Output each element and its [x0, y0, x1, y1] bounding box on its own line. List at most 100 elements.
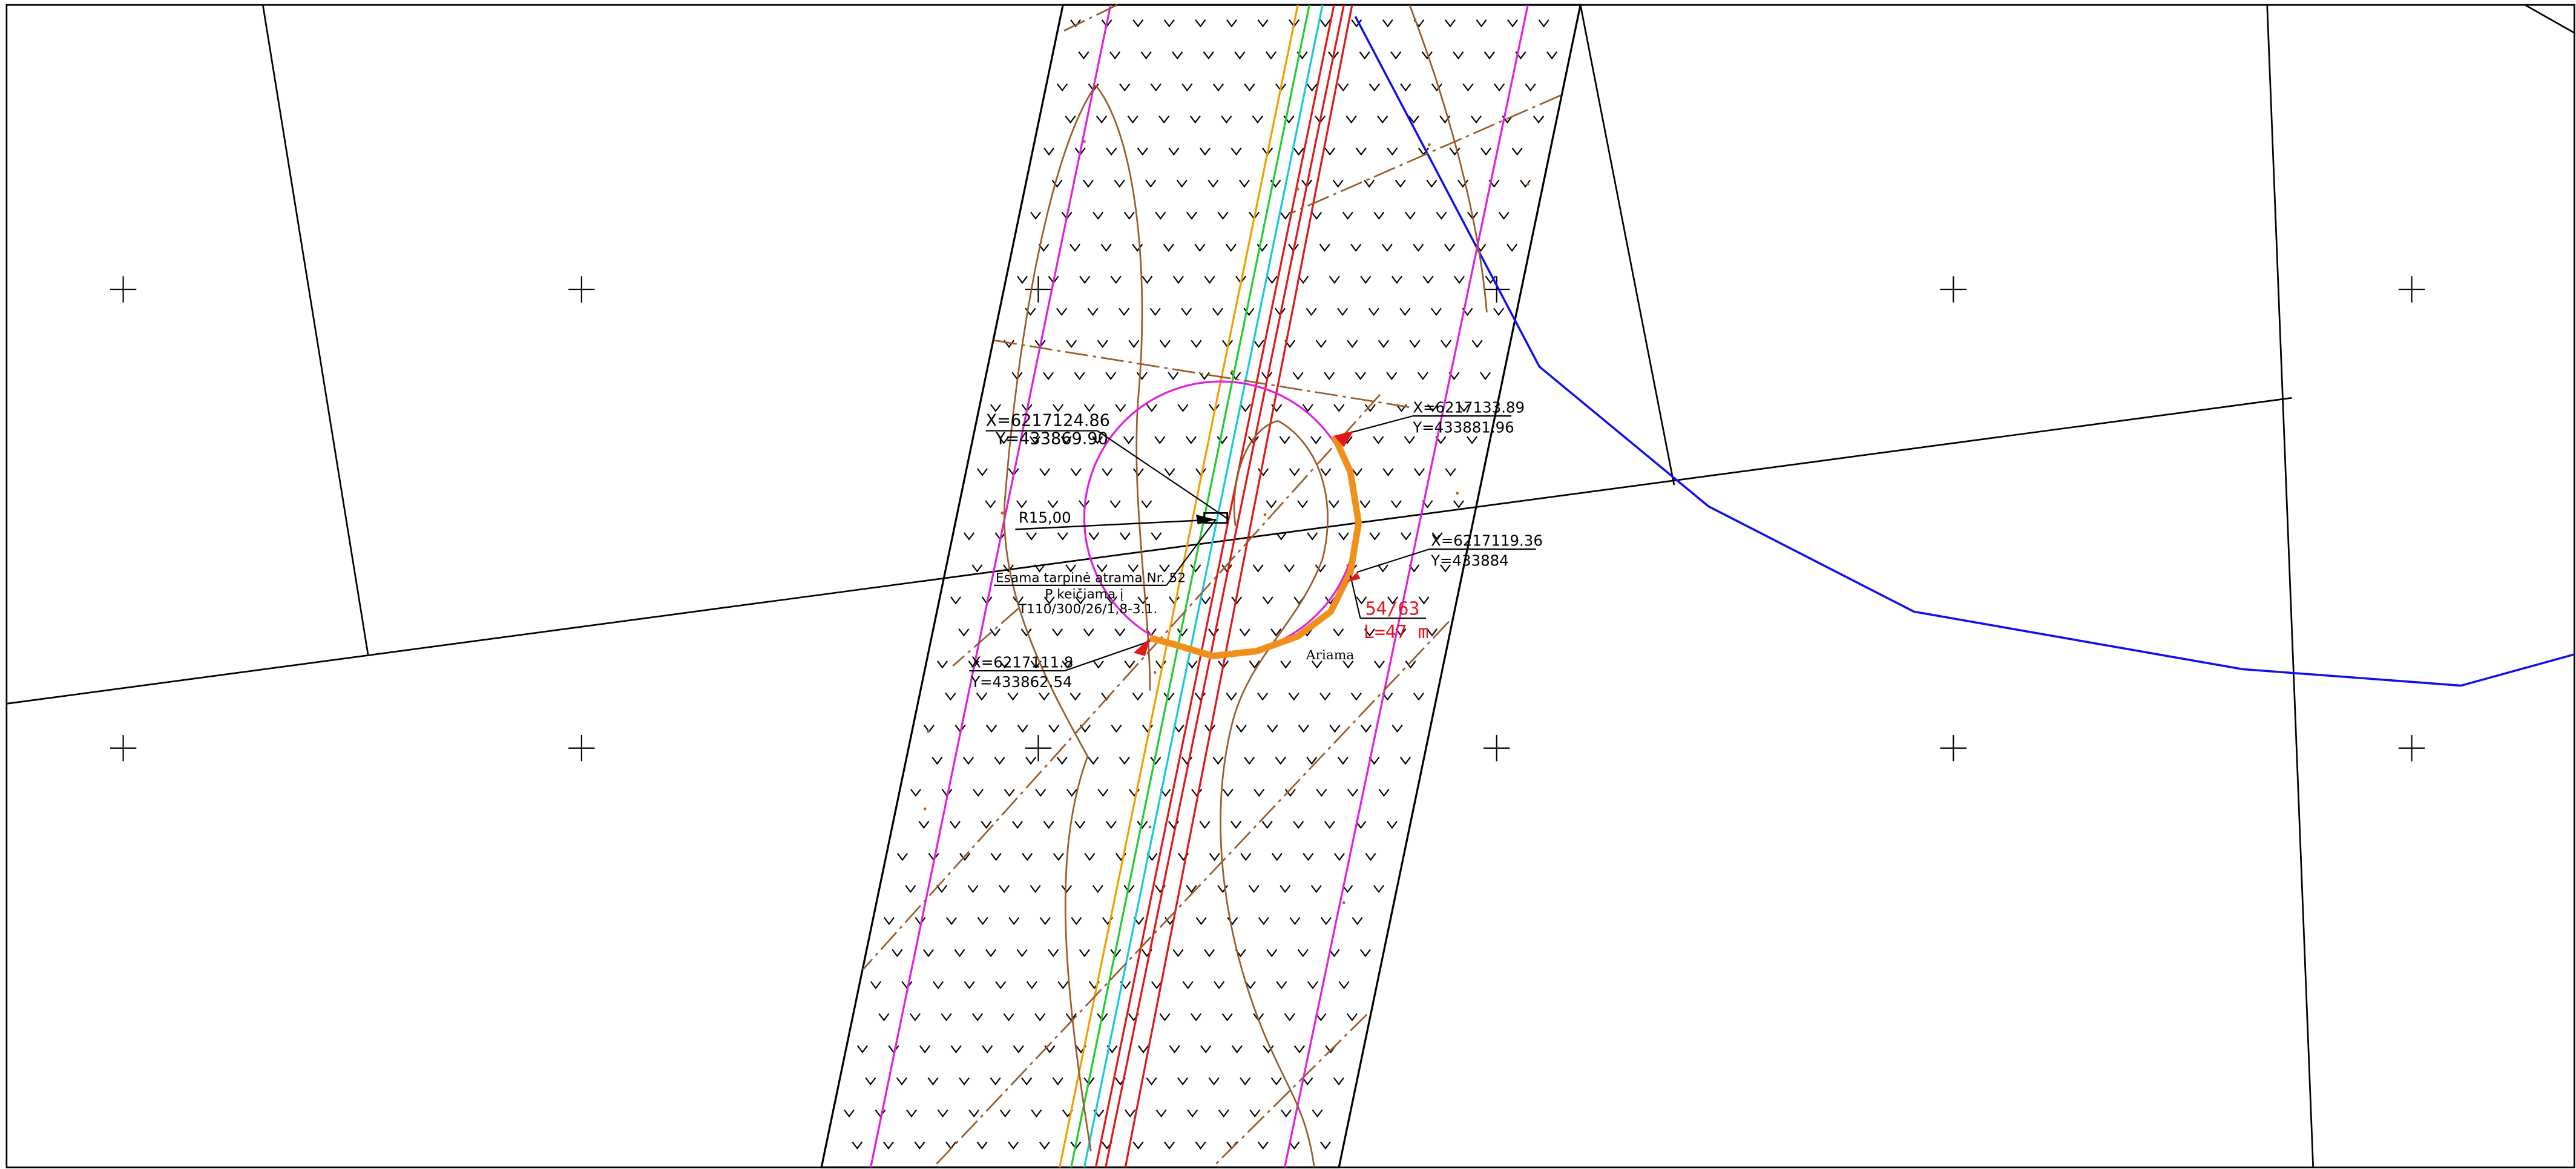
- meadow-symbol-icon: [1158, 564, 1170, 573]
- meadow-symbol-icon: [1252, 564, 1264, 573]
- elevation-point-icon: [1456, 492, 1459, 495]
- meadow-symbol-icon: [1377, 564, 1388, 573]
- meadow-symbol-icon: [892, 949, 903, 958]
- meadow-symbol-icon: [1373, 660, 1385, 669]
- meadow-symbol-icon: [1546, 51, 1558, 60]
- meadow-symbol-icon: [883, 917, 895, 926]
- meadow-symbol-icon: [1172, 275, 1184, 284]
- meadow-symbol-icon: [1190, 564, 1201, 573]
- meadow-symbol-icon: [1125, 1109, 1136, 1118]
- meadow-symbol-icon: [1145, 179, 1157, 188]
- meadow-symbol-icon: [1056, 757, 1068, 765]
- meadow-symbol-icon: [1172, 949, 1184, 958]
- meadow-symbol-icon: [1226, 693, 1237, 701]
- meadow-symbol-icon: [1218, 1109, 1229, 1118]
- meadow-symbol-icon: [1092, 436, 1103, 444]
- meadow-symbol-icon: [1137, 596, 1149, 605]
- meadow-symbol-icon: [1017, 275, 1028, 284]
- meadow-symbol-icon: [1007, 693, 1019, 701]
- meadow-symbol-icon: [1329, 275, 1340, 284]
- meadow-symbol-icon: [1114, 179, 1125, 188]
- meadow-symbol-icon: [1373, 211, 1385, 220]
- meadow-symbol-icon: [1065, 115, 1076, 124]
- meadow-symbol-icon: [1470, 115, 1482, 124]
- meadow-symbol-icon: [1257, 1141, 1269, 1150]
- meadow-symbol-icon: [1307, 981, 1318, 990]
- meadow-symbol-icon: [1292, 372, 1304, 380]
- meadow-symbol-icon: [1070, 468, 1082, 476]
- meadow-symbol-icon: [1212, 308, 1223, 316]
- meadow-symbol-icon: [1346, 1013, 1358, 1022]
- meadow-symbol-icon: [1386, 372, 1398, 380]
- meadow-symbol-icon: [1439, 564, 1451, 573]
- meadow-symbol-icon: [1177, 628, 1188, 637]
- meadow-symbol-icon: [1351, 468, 1362, 476]
- meadow-symbol-icon: [1480, 147, 1492, 156]
- meadow-symbol-icon: [1105, 820, 1117, 829]
- meadow-symbol-icon: [1310, 884, 1322, 894]
- meadow-symbol-icon: [1078, 51, 1089, 60]
- meadow-symbol-icon: [1114, 628, 1126, 637]
- brown-dashed-line: [952, 607, 1019, 667]
- meadow-symbol-icon: [1289, 917, 1301, 926]
- meadow-symbol-icon: [990, 1077, 1001, 1085]
- meadow-symbol-icon: [1186, 211, 1197, 220]
- meadow-symbol-icon: [1030, 436, 1041, 444]
- meadow-symbol-icon: [1079, 275, 1091, 284]
- meadow-symbol-icon: [1284, 788, 1296, 797]
- chamber-symbol: [1203, 512, 1228, 524]
- meadow-symbol-icon: [1194, 243, 1206, 252]
- meadow-symbol-icon: [1240, 1077, 1251, 1085]
- meadow-symbol-icon: [1315, 1013, 1327, 1022]
- meadow-symbol-icon: [1111, 725, 1122, 733]
- meadow-symbol-icon: [1387, 596, 1399, 605]
- meadow-symbol-icon: [971, 564, 983, 573]
- meadow-symbol-icon: [1360, 725, 1372, 733]
- meadow-symbol-icon: [1280, 211, 1291, 220]
- meadow-symbol-icon: [1265, 51, 1276, 60]
- meadow-symbol-icon: [1047, 500, 1059, 509]
- grid-crosshair-icon: [1025, 735, 1052, 762]
- meadow-symbol-icon: [1151, 981, 1163, 990]
- meadow-symbol-icon: [1284, 1013, 1295, 1022]
- meadow-symbol-icon: [949, 820, 961, 829]
- meadow-symbol-icon: [1454, 275, 1465, 284]
- meadow-symbol-icon: [1060, 436, 1072, 444]
- meadow-symbol-icon: [1506, 243, 1518, 252]
- meadow-symbol-icon: [1458, 404, 1470, 412]
- meadow-symbol-icon: [1136, 372, 1148, 380]
- meadow-symbol-icon: [1214, 981, 1225, 990]
- meadow-symbol-icon: [1248, 884, 1260, 894]
- brown-dashed-line: [1059, 4, 1118, 34]
- meadow-symbol-icon: [1119, 83, 1131, 92]
- meadow-symbol-icon: [1231, 596, 1243, 605]
- meadow-symbol-icon: [976, 468, 988, 476]
- meadow-symbol-icon: [1203, 51, 1214, 60]
- meadow-symbol-icon: [1142, 725, 1153, 733]
- meadow-symbol-icon: [1355, 147, 1367, 156]
- meadow-symbol-icon: [1074, 820, 1086, 829]
- meadow-symbol-icon: [1026, 981, 1037, 990]
- meadow-symbol-icon: [1088, 532, 1100, 541]
- meadow-symbol-icon: [1315, 340, 1327, 348]
- meadow-symbol-icon: [1441, 340, 1452, 348]
- meadow-symbol-icon: [1052, 628, 1063, 637]
- meadow-symbol-icon: [1329, 725, 1341, 733]
- meadow-symbol-icon: [959, 852, 971, 861]
- meadow-symbol-icon: [1109, 51, 1121, 60]
- meadow-symbol-icon: [1289, 1141, 1300, 1150]
- meadow-symbol-icon: [1399, 308, 1411, 316]
- meadow-symbol-icon: [1270, 1077, 1282, 1085]
- meadow-symbol-icon: [1097, 340, 1108, 348]
- meadow-symbol-icon: [976, 1141, 988, 1150]
- meadow-symbol-icon: [1275, 757, 1286, 765]
- chamber-label-line2: P keičiama į: [1045, 587, 1123, 602]
- meadow-symbol-icon: [1507, 19, 1519, 28]
- coord-top-left-y: Y=433869.90: [995, 429, 1108, 448]
- elevation-point-icon: [1082, 140, 1086, 143]
- meadow-symbol-icon: [918, 820, 930, 829]
- meadow-symbol-icon: [1373, 436, 1384, 444]
- meadow-symbol-icon: [1364, 179, 1375, 188]
- meadow-symbol-icon: [1263, 1045, 1274, 1053]
- meadow-symbol-icon: [882, 1141, 894, 1150]
